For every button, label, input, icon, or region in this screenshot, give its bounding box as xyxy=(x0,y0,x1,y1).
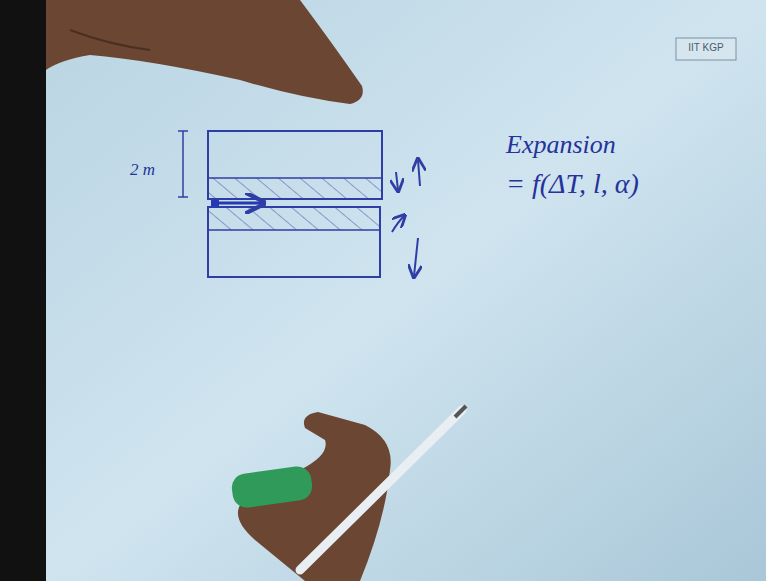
dimension-tick xyxy=(178,130,188,132)
hand xyxy=(46,0,363,104)
motion-arrow xyxy=(396,172,398,190)
paper xyxy=(46,0,766,581)
hatched-layer xyxy=(208,178,382,199)
dimension-line xyxy=(182,131,184,197)
logo-text: IIT KGP xyxy=(688,42,723,53)
motion-arrow xyxy=(414,238,418,276)
handwritten-note: Expansion xyxy=(506,130,616,160)
gap-arrow xyxy=(219,202,262,205)
motion-arrow xyxy=(392,216,404,232)
lower-block xyxy=(208,207,380,277)
hand-crease xyxy=(70,30,150,50)
green-marker xyxy=(230,465,314,510)
handwritten-formula: = f(ΔT, l, α) xyxy=(506,168,639,200)
pen xyxy=(300,410,462,570)
pen-tip xyxy=(455,406,466,417)
dimension-tick xyxy=(178,196,188,198)
hatched-layer xyxy=(208,207,380,230)
layer-line xyxy=(208,177,382,179)
gap-marker xyxy=(211,200,219,207)
upper-block xyxy=(208,131,382,199)
logo-box xyxy=(676,38,736,60)
dimension-label: 2 m xyxy=(130,160,155,180)
layer-line xyxy=(208,229,380,231)
dark-edge xyxy=(0,0,46,581)
motion-arrow xyxy=(418,160,420,186)
